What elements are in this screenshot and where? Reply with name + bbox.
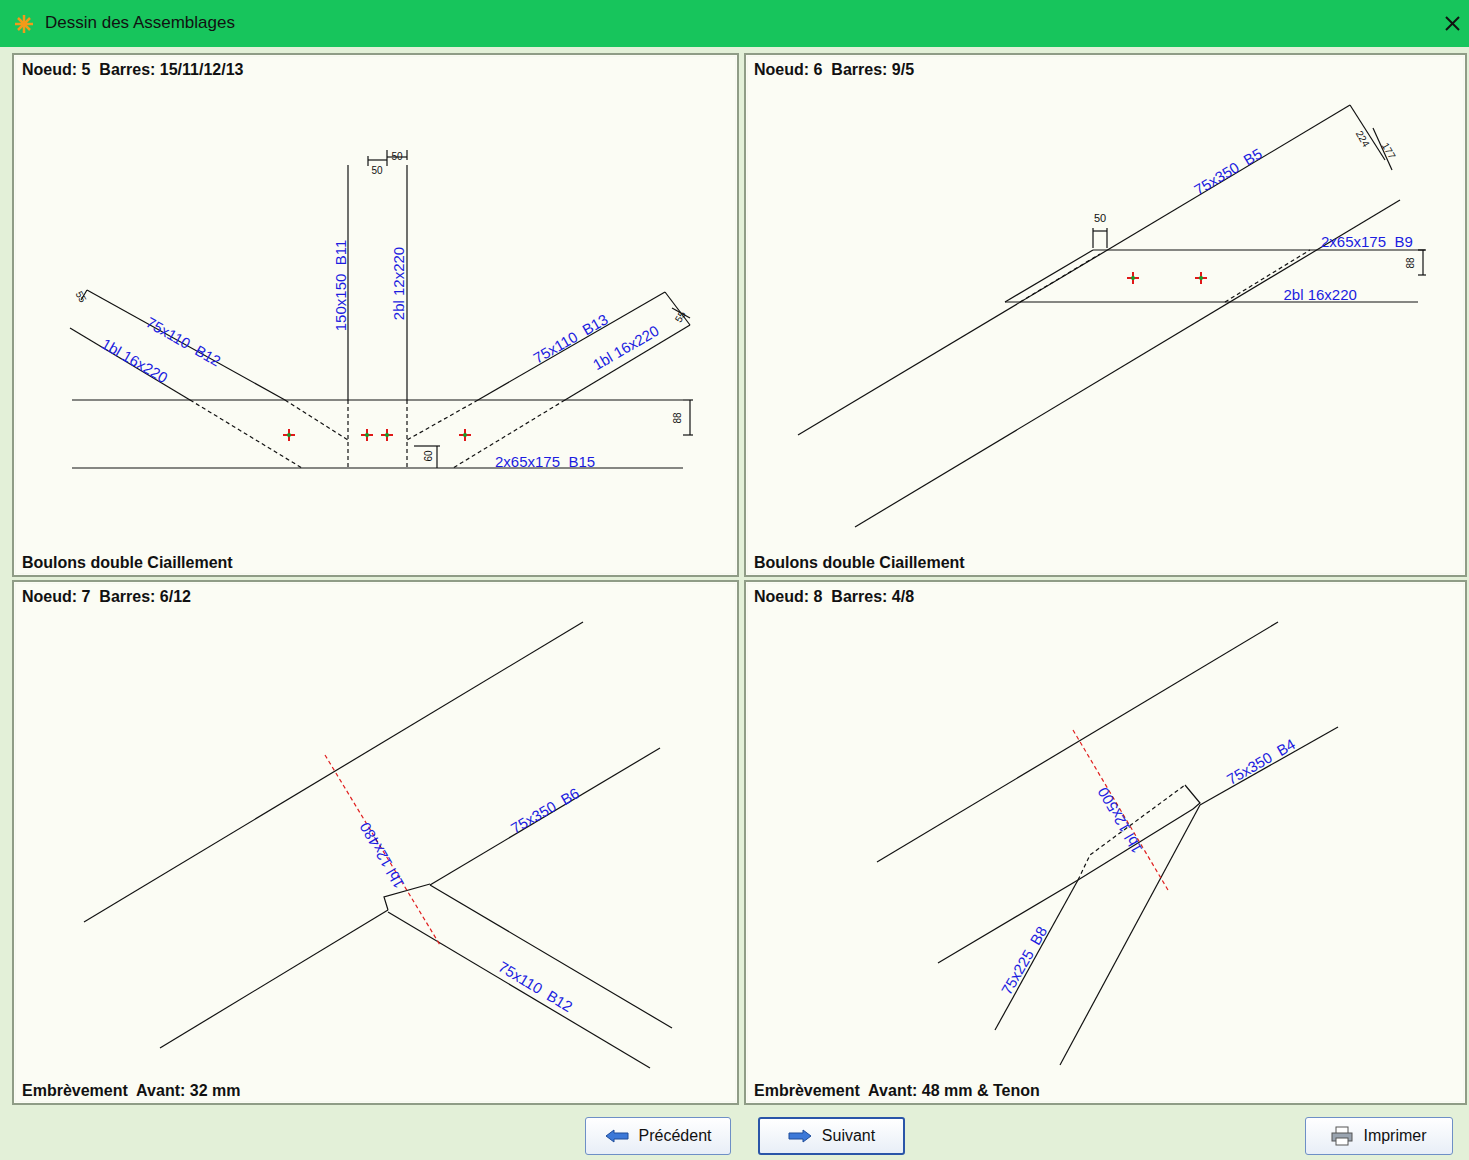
panel-heading: Noeud: 8 Barres: 4/8 (754, 588, 914, 606)
dimension-value: 50 (1094, 213, 1106, 224)
close-icon (1446, 17, 1459, 30)
member-label: 150x150 B11 (333, 239, 348, 330)
window-title: Dessin des Assemblages (45, 13, 235, 33)
dimension-value: 50 (372, 166, 383, 176)
printer-icon (1331, 1126, 1353, 1146)
panel-caption: Embrèvement Avant: 48 mm & Tenon (754, 1082, 1040, 1100)
push-button: Suivant (758, 1117, 905, 1155)
dimension-value: 60 (423, 450, 433, 461)
member-label: 2bl 16x220 (1284, 287, 1357, 302)
joint-panel: Noeud: 5 Barres: 15/11/12/13Boulons doub… (12, 53, 739, 577)
member-label: 2x65x175 B15 (495, 454, 595, 469)
button-label: Précédent (639, 1127, 712, 1145)
panel-heading: Noeud: 7 Barres: 6/12 (22, 588, 191, 606)
panel-heading: Noeud: 5 Barres: 15/11/12/13 (22, 61, 243, 79)
joint-7 (84, 622, 672, 1068)
dimension-value: 88 (1405, 257, 1415, 268)
arrow-left-icon (605, 1128, 629, 1144)
panel-caption: Boulons double Ciaillement (22, 554, 233, 572)
push-button: Précédent (585, 1117, 731, 1155)
member-label: 2x65x175 B9 (1321, 234, 1413, 249)
dimension-value: 50 (392, 152, 403, 162)
app-icon (15, 15, 33, 33)
arrow-right-icon (788, 1128, 812, 1144)
button-label: Imprimer (1363, 1127, 1426, 1145)
joint-5 (70, 150, 693, 468)
panel-heading: Noeud: 6 Barres: 9/5 (754, 61, 914, 79)
button-label: Suivant (822, 1127, 875, 1145)
panel-caption: Embrèvement Avant: 32 mm (22, 1082, 240, 1100)
joint-panel: Noeud: 8 Barres: 4/8Embrèvement Avant: 4… (744, 580, 1467, 1105)
push-button: Imprimer (1305, 1117, 1453, 1155)
title-bar (0, 0, 1469, 47)
member-label: 2bl 12x220 (391, 246, 406, 319)
joint-6 (798, 105, 1426, 527)
dimension-value: 88 (672, 412, 682, 423)
joint-8 (877, 622, 1338, 1065)
panel-caption: Boulons double Ciaillement (754, 554, 965, 572)
